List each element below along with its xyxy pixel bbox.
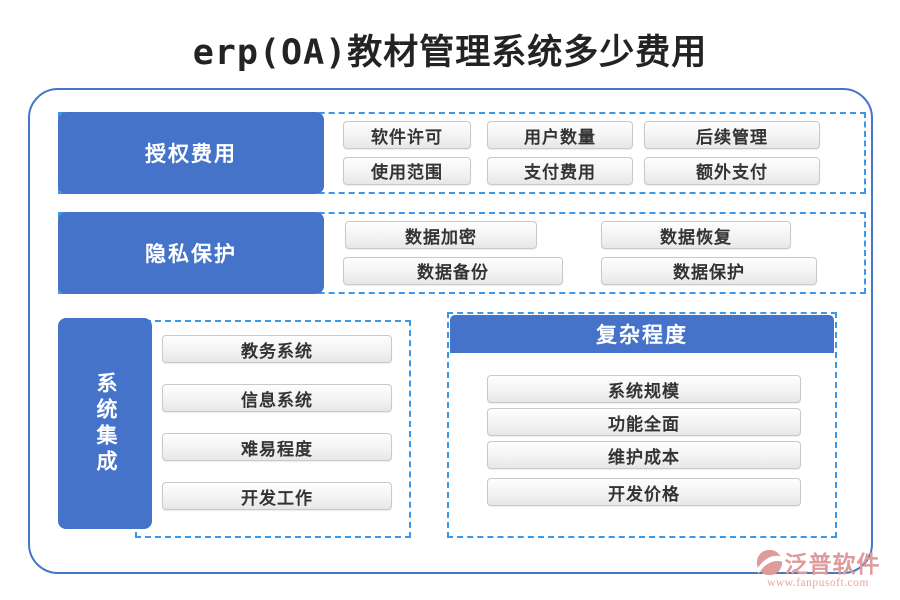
section-label-authorization-fees: 授权费用 (58, 112, 324, 194)
system-integration-items: 教务系统 信息系统 难易程度 开发工作 (162, 322, 392, 510)
row: 数据备份 数据保护 (343, 256, 858, 285)
section-authorization-fees: 授权费用 软件许可 用户数量 后续管理 使用范围 支付费用 额外支付 (58, 112, 866, 194)
row: 软件许可 用户数量 后续管理 (343, 121, 858, 150)
complexity-items: 系统规模 功能全面 维护成本 开发价格 (487, 314, 801, 506)
section-complexity: 复杂程度 系统规模 功能全面 维护成本 开发价格 (447, 312, 837, 538)
fanpusoft-logo-icon (756, 549, 782, 575)
tag-button-software-license[interactable]: 软件许可 (343, 121, 471, 150)
authorization-fees-items: 软件许可 用户数量 后续管理 使用范围 支付费用 额外支付 (343, 114, 858, 192)
tag-button-payment-fee[interactable]: 支付费用 (487, 156, 633, 185)
tag-button-system-scale[interactable]: 系统规模 (487, 375, 801, 403)
tag-button-difficulty-level[interactable]: 难易程度 (162, 433, 392, 461)
page-title: erp(OA)教材管理系统多少费用 (192, 33, 708, 73)
fanpusoft-logo-name: 泛普软件 (784, 552, 881, 578)
tag-button-usage-scope[interactable]: 使用范围 (343, 156, 471, 185)
tag-button-academic-system[interactable]: 教务系统 (162, 335, 392, 363)
tag-button-followup-management[interactable]: 后续管理 (644, 121, 820, 150)
tag-button-extra-payment[interactable]: 额外支付 (644, 156, 820, 185)
fanpusoft-logo-top: 泛普软件 (742, 545, 894, 579)
tag-button-data-protection[interactable]: 数据保护 (601, 256, 817, 285)
tag-button-full-features[interactable]: 功能全面 (487, 408, 801, 436)
section-system-integration: 教务系统 信息系统 难易程度 开发工作 (135, 320, 411, 538)
section-label-system-integration: 系统集成 (58, 318, 152, 529)
privacy-protection-items: 数据加密 数据恢复 数据备份 数据保护 (343, 214, 858, 292)
tag-button-data-encryption[interactable]: 数据加密 (345, 221, 537, 250)
tag-button-data-recovery[interactable]: 数据恢复 (601, 221, 791, 250)
tag-button-information-system[interactable]: 信息系统 (162, 384, 392, 412)
section-privacy-protection: 隐私保护 数据加密 数据恢复 数据备份 数据保护 (58, 212, 866, 294)
tag-button-development-work[interactable]: 开发工作 (162, 482, 392, 510)
section-label-privacy-protection: 隐私保护 (58, 212, 324, 294)
tag-button-data-backup[interactable]: 数据备份 (343, 256, 563, 285)
tag-button-maintenance-cost[interactable]: 维护成本 (487, 441, 801, 469)
fanpusoft-logo: 泛普软件 www.fanpusoft.com (742, 545, 894, 589)
fanpusoft-logo-url: www.fanpusoft.com (767, 577, 869, 589)
section-label-complexity: 复杂程度 (450, 315, 834, 353)
row: 使用范围 支付费用 额外支付 (343, 156, 858, 185)
tag-button-user-count[interactable]: 用户数量 (487, 121, 633, 150)
row: 数据加密 数据恢复 (343, 221, 858, 250)
tag-button-development-price[interactable]: 开发价格 (487, 478, 801, 506)
